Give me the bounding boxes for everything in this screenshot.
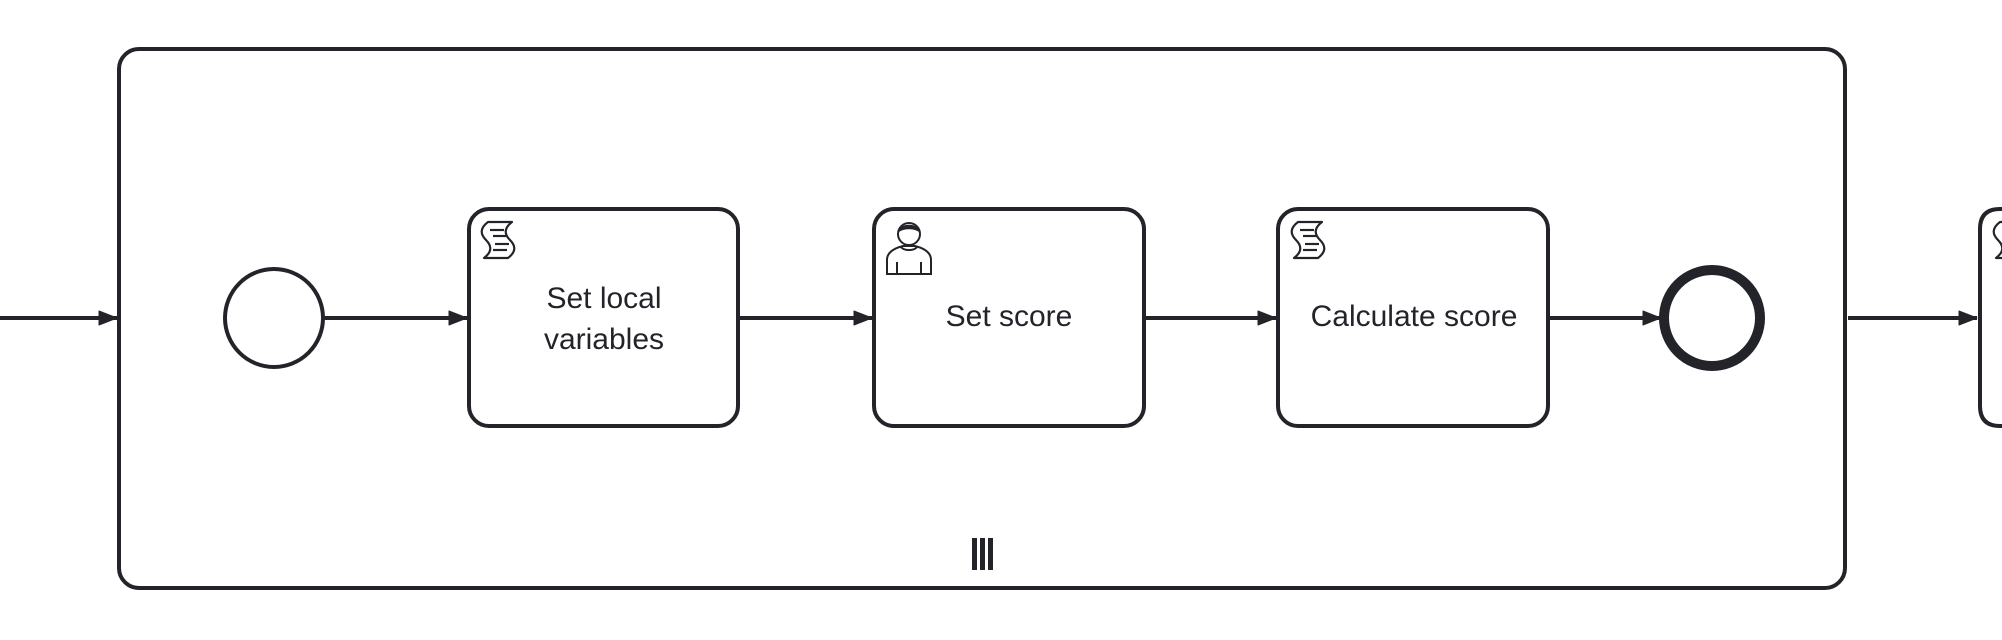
task-set-score-label-line-1: Set score	[946, 300, 1073, 333]
start-event[interactable]	[223, 267, 325, 369]
script-icon	[1290, 220, 1326, 260]
script-icon	[1992, 220, 2002, 260]
task-set-local-variables-label-line-1: Set local	[546, 282, 661, 315]
subprocess-container[interactable]	[117, 47, 1847, 590]
user-icon	[886, 222, 932, 275]
task-set-local-variables-label-line-2: variables	[544, 323, 664, 356]
parallel-multi-instance-icon	[972, 538, 993, 570]
task-set-score[interactable]: Set score	[872, 207, 1146, 428]
task-calculate-score-label-line-1: Calculate score	[1311, 300, 1518, 333]
end-event[interactable]	[1659, 265, 1765, 371]
task-calculate-score[interactable]: Calculate score	[1276, 207, 1550, 428]
task-set-local-variables[interactable]: Set local variables	[467, 207, 740, 428]
next-task-partial[interactable]	[1978, 207, 2002, 428]
script-icon	[480, 220, 516, 260]
